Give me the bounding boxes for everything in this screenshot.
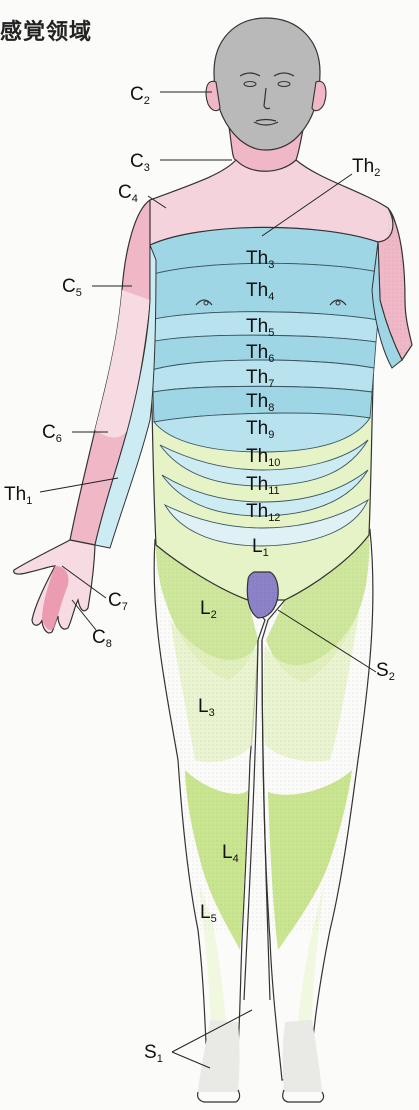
label-c2: C2 xyxy=(130,84,150,107)
label-th2: Th2 xyxy=(352,156,380,179)
label-s2: S2 xyxy=(376,660,395,683)
label-c7: C7 xyxy=(108,590,128,613)
label-c4: C4 xyxy=(118,182,138,205)
label-c3: C3 xyxy=(130,151,150,174)
label-c8: C8 xyxy=(92,627,112,650)
label-s1: S1 xyxy=(144,1042,163,1065)
label-c5: C5 xyxy=(62,276,82,299)
s1-foot-right xyxy=(283,1020,322,1092)
label-c6: C6 xyxy=(42,422,62,445)
s1-foot-left xyxy=(198,1020,240,1092)
head-neck xyxy=(206,18,326,171)
label-th1: Th1 xyxy=(4,484,32,507)
